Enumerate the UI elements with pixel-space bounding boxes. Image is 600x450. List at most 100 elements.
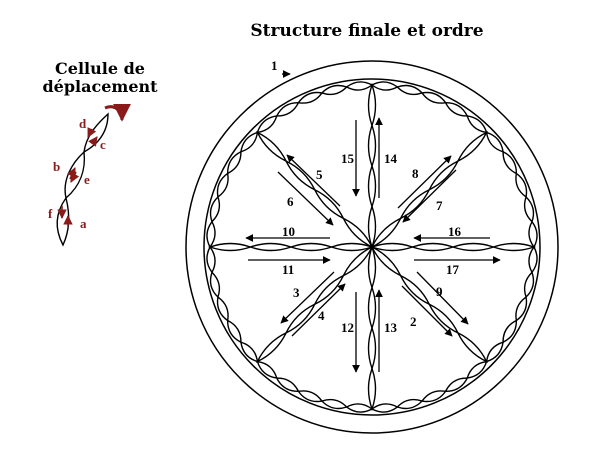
spoke-cell	[284, 159, 317, 192]
rim-cell	[206, 245, 216, 274]
step-label-15: 15	[341, 151, 355, 166]
inner-ring	[203, 78, 541, 416]
displacement-cell: a b c d e f	[48, 103, 131, 247]
rim-cell	[345, 403, 374, 413]
arrow-step-2	[401, 285, 453, 337]
rim-cell	[444, 377, 469, 393]
arrow-step-6	[277, 171, 334, 226]
step-label-5: 5	[316, 167, 323, 182]
spoke-cell	[255, 331, 288, 364]
cell-label-d: d	[79, 116, 87, 131]
rim-cell	[240, 341, 259, 363]
step-label-14: 14	[384, 151, 398, 166]
rim-cell	[320, 84, 348, 96]
rim-cell	[528, 245, 538, 274]
cell-lens-1	[56, 196, 70, 247]
step-label-2: 2	[410, 314, 417, 329]
rim-cell	[444, 101, 469, 117]
step-label-3: 3	[293, 285, 300, 300]
step-label-4: 4	[318, 308, 325, 323]
cell-title-line2: déplacement	[42, 77, 158, 96]
cell-title-line1: Cellule de	[55, 59, 145, 78]
rim-cell	[275, 377, 300, 393]
spoke-cell	[410, 242, 456, 252]
rim-cell	[466, 115, 488, 134]
rim-cell	[345, 81, 374, 91]
rim-cell	[275, 101, 300, 117]
spoke-cell	[255, 130, 288, 163]
spoke-cell	[341, 216, 374, 249]
spoke-cell	[248, 242, 294, 252]
arrow-step-9	[416, 271, 469, 325]
step-label-6: 6	[287, 194, 294, 209]
rim-cell	[523, 271, 535, 299]
rim-cell	[206, 220, 216, 249]
arrow-step-4	[291, 283, 346, 337]
spoke-cell	[369, 242, 415, 252]
spoke-cell	[313, 188, 345, 220]
rim-cell	[256, 360, 278, 379]
spoke-cells	[207, 82, 537, 412]
spoke-cell	[367, 244, 377, 290]
spoke-cell	[491, 242, 537, 252]
spoke-cell	[370, 245, 403, 278]
step-label-7: 7	[436, 198, 443, 213]
rim-cell	[523, 195, 535, 223]
spoke-cell	[456, 130, 489, 163]
spoke-cell	[367, 123, 377, 169]
spoke-cell	[207, 242, 253, 252]
spoke-cell	[329, 242, 375, 252]
step-label-10: 10	[282, 224, 295, 239]
rim-cells	[206, 81, 538, 413]
step-label-11: 11	[282, 262, 294, 277]
step-numbers: 1 2 3 4 5 6 7 8 9 10 11 12 13 14 15 16 1…	[271, 58, 462, 335]
cell-label-f: f	[48, 206, 53, 221]
step-label-9: 9	[436, 284, 443, 299]
step-label-1: 1	[271, 58, 278, 73]
rim-cell	[226, 319, 242, 344]
step-label-13: 13	[384, 320, 398, 335]
diagram-title: Structure finale et ordre	[250, 21, 483, 41]
arrow-step-7	[397, 155, 452, 209]
spoke-cell	[367, 325, 377, 371]
rim-cell	[485, 131, 504, 153]
cell-label-b: b	[53, 159, 60, 174]
rim-cell	[256, 115, 278, 134]
spoke-cell	[288, 242, 334, 252]
rim-cell	[370, 403, 399, 413]
rim-cell	[209, 195, 221, 223]
rim-cell	[209, 271, 221, 299]
cell-rotation-arrow	[104, 103, 131, 122]
step-label-16: 16	[448, 224, 462, 239]
rim-cell	[396, 84, 424, 96]
rim-cell	[502, 319, 518, 344]
spoke-cell	[367, 285, 377, 331]
spoke-cell	[456, 331, 489, 364]
arrow-step-8	[402, 169, 457, 223]
spoke-cell	[341, 245, 374, 278]
rim-cell	[502, 150, 518, 175]
cell-arrow-d	[87, 127, 97, 138]
rim-cell	[485, 341, 504, 363]
spoke-cell	[450, 242, 496, 252]
spoke-cell	[399, 188, 431, 220]
spoke-cell	[367, 163, 377, 209]
outer-ring	[185, 60, 559, 434]
rim-cell	[370, 81, 399, 91]
rim-cell	[240, 131, 259, 153]
rim-cell	[320, 398, 348, 410]
rim-cell	[226, 150, 242, 175]
rim-cell	[466, 360, 488, 379]
step-arrows	[245, 70, 501, 373]
arrow-step-5	[286, 154, 341, 207]
step-label-8: 8	[412, 166, 419, 181]
spoke-cell	[370, 216, 403, 249]
cell-label-a: a	[80, 216, 87, 231]
step-label-17: 17	[446, 262, 460, 277]
spoke-cell	[367, 82, 377, 128]
spoke-cell	[367, 204, 377, 250]
spoke-cell	[427, 159, 460, 192]
cell-label-c: c	[100, 137, 106, 152]
rim-cell	[528, 220, 538, 249]
